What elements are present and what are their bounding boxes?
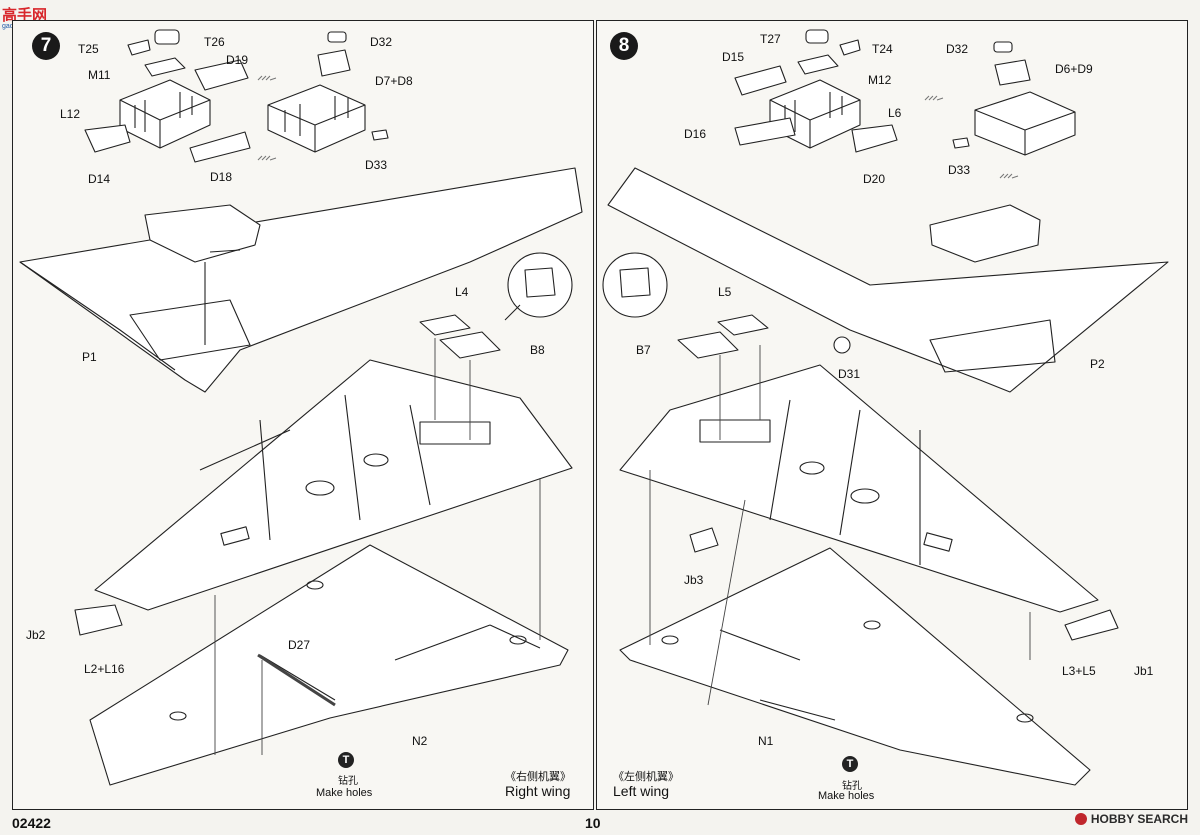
left-upper-wing-p1 <box>19 167 583 393</box>
drill-label-cn-left: 钻孔 <box>338 776 358 787</box>
label-d7-d8: D7+D8 <box>375 74 413 88</box>
hobby-search-watermark: HOBBY SEARCH <box>1074 812 1188 826</box>
label-d33: D33 <box>365 158 388 172</box>
label-l5: L5 <box>718 285 732 299</box>
label-jb3: Jb3 <box>684 573 704 587</box>
right-gear-bay-parts <box>734 29 1076 179</box>
label-l4: L4 <box>455 285 469 299</box>
right-l5-plate <box>717 314 769 336</box>
label-jb2: Jb2 <box>26 628 46 642</box>
wing-name-cn-right: 《右侧机翼》 <box>505 771 571 783</box>
drill-icon: T <box>842 756 858 772</box>
label-d31: D31 <box>838 367 861 381</box>
label-d19: D19 <box>226 53 249 67</box>
label-d6-d9: D6+D9 <box>1055 62 1093 76</box>
label-d15: D15 <box>722 50 745 64</box>
left-lower-wing-surface <box>74 359 573 786</box>
label-n1: N1 <box>758 734 774 748</box>
label-m11: M11 <box>88 68 111 82</box>
make-holes-label-left: Make holes <box>316 787 373 799</box>
step-7-badge: 7 <box>32 32 60 60</box>
label-l3-l5: L3+L5 <box>1062 664 1096 678</box>
label-d27: D27 <box>288 638 311 652</box>
page-number: 10 <box>585 815 601 831</box>
label-l12: L12 <box>60 107 81 121</box>
label-d32-r: D32 <box>946 42 969 56</box>
label-t26: T26 <box>204 35 225 49</box>
left-b8-plate <box>439 331 501 359</box>
label-n2: N2 <box>412 734 428 748</box>
wing-name-right: Right wing <box>505 783 571 799</box>
label-l2-l16: L2+L16 <box>84 662 125 676</box>
label-d33-r: D33 <box>948 163 971 177</box>
right-b7-plate <box>677 331 739 359</box>
label-d18: D18 <box>210 170 233 184</box>
label-d32: D32 <box>370 35 393 49</box>
make-holes-label-right: Make holes <box>818 790 875 802</box>
label-t25: T25 <box>78 42 99 56</box>
label-p1: P1 <box>82 350 97 364</box>
label-t24: T24 <box>872 42 893 56</box>
label-t27: T27 <box>760 32 781 46</box>
label-jb1: Jb1 <box>1134 664 1154 678</box>
label-m12: M12 <box>868 73 892 87</box>
label-d16: D16 <box>684 127 707 141</box>
label-b7: B7 <box>636 343 651 357</box>
hobby-search-logo-icon <box>1074 813 1087 825</box>
right-lower-wing-surface <box>619 364 1119 786</box>
step-8-badge: 8 <box>610 32 638 60</box>
label-b8: B8 <box>530 343 545 357</box>
label-p2: P2 <box>1090 357 1105 371</box>
drill-icon: T <box>338 752 354 768</box>
label-d14: D14 <box>88 172 111 186</box>
left-l4-plate <box>419 314 471 336</box>
label-l6: L6 <box>888 106 902 120</box>
left-gear-bay-parts <box>84 29 389 163</box>
wing-name-cn-left: 《左侧机翼》 <box>613 771 679 783</box>
product-code: 02422 <box>12 815 51 831</box>
label-d20: D20 <box>863 172 886 186</box>
drill-label-cn-right: 钻孔 <box>842 781 862 792</box>
wing-name-left: Left wing <box>613 783 670 799</box>
right-upper-wing-p2 <box>607 167 1169 393</box>
